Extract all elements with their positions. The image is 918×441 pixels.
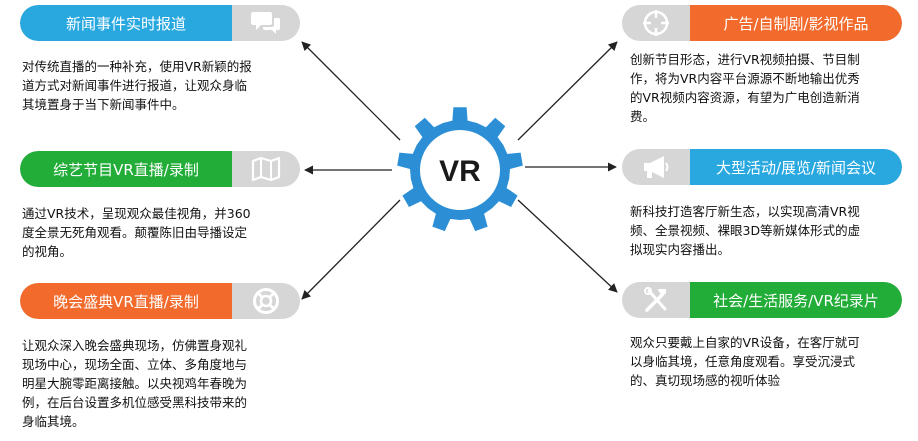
card-events: 大型活动/展览/新闻会议 bbox=[622, 149, 902, 185]
desc-line: 以身临其境，任意角度观看。享受沉浸式 bbox=[630, 354, 856, 369]
card-news: 新闻事件实时报道 bbox=[20, 5, 300, 41]
desc-line: 身临其境。 bbox=[22, 414, 85, 429]
card-services-desc: 观众只要戴上自家的VR设备，在客厅就可 以身临其境，任意角度观看。享受沉浸式 的… bbox=[630, 333, 902, 390]
desc-line: 观众只要戴上自家的VR设备，在客厅就可 bbox=[630, 335, 860, 350]
card-gala-desc: 让观众深入晚会盛典现场，仿佛置身观礼 现场中心，现场全面、立体、多角度地与 明星… bbox=[22, 336, 294, 431]
card-events-desc: 新科技打造客厅新生态，以实现高清VR视 频、全景视频、裸眼3D等新媒体形式的虚 … bbox=[630, 202, 902, 259]
desc-line: 新科技打造客厅新生态，以实现高清VR视 bbox=[630, 204, 860, 219]
desc-line: 费。 bbox=[630, 109, 656, 124]
card-variety: 综艺节目VR直播/录制 bbox=[20, 151, 300, 187]
card-title: 社会/生活服务/VR纪录片 bbox=[690, 282, 902, 318]
card-variety-desc: 通过VR技术，呈现观众最佳视角，并360 度全景无死角观看。颠覆陈旧由导播设定 … bbox=[22, 204, 294, 261]
card-title: 大型活动/展览/新闻会议 bbox=[690, 149, 902, 185]
card-gala: 晚会盛典VR直播/录制 bbox=[20, 283, 300, 319]
desc-line: 道方式对新闻事件进行报道，让观众身临 bbox=[22, 78, 248, 93]
gear-icon bbox=[397, 107, 523, 232]
center-label: VR bbox=[439, 155, 481, 188]
desc-line: 的、真切现场感的视听体验 bbox=[630, 373, 781, 388]
desc-line: 的视角。 bbox=[22, 244, 73, 259]
desc-line: 对传统直播的一种补充，使用VR新颖的报 bbox=[22, 59, 252, 74]
card-title: 综艺节目VR直播/录制 bbox=[20, 151, 232, 187]
card-title: 晚会盛典VR直播/录制 bbox=[20, 283, 232, 319]
desc-line: 度全景无死角观看。颠覆陈旧由导播设定 bbox=[22, 225, 248, 240]
arrow-to-gala bbox=[301, 199, 401, 300]
card-services: 社会/生活服务/VR纪录片 bbox=[622, 282, 902, 318]
desc-line: 创新节目形态，进行VR视频拍摄、节目制 bbox=[630, 52, 860, 67]
arrow-to-services bbox=[517, 199, 618, 293]
card-ads-desc: 创新节目形态，进行VR视频拍摄、节目制 作，将为VR内容平台源源不断地输出优秀 … bbox=[630, 50, 902, 126]
folded-map-icon bbox=[232, 151, 300, 187]
desc-line: 例，在后台设置多机位感受黑科技带来的 bbox=[22, 395, 248, 410]
card-news-desc: 对传统直播的一种补充，使用VR新颖的报 道方式对新闻事件进行报道，让观众身临 其… bbox=[22, 57, 294, 114]
tools-icon bbox=[622, 282, 690, 318]
desc-line: 让观众深入晚会盛典现场，仿佛置身观礼 bbox=[22, 338, 248, 353]
card-title: 新闻事件实时报道 bbox=[20, 5, 232, 41]
desc-line: 现场中心，现场全面、立体、多角度地与 bbox=[22, 357, 248, 372]
chat-bubbles-icon bbox=[232, 5, 300, 41]
arrow-to-news bbox=[301, 41, 401, 141]
desc-line: 的VR视频内容资源，有望为广电创造新消 bbox=[630, 90, 860, 105]
card-title: 广告/自制剧/影视作品 bbox=[690, 5, 902, 41]
megaphone-icon bbox=[622, 149, 690, 185]
arrow-to-ads bbox=[517, 41, 618, 141]
crosshair-icon bbox=[622, 5, 690, 41]
desc-line: 拟现实内容播出。 bbox=[630, 242, 731, 257]
desc-line: 明星大腕零距离接触。以央视鸡年春晚为 bbox=[22, 376, 248, 391]
card-ads: 广告/自制剧/影视作品 bbox=[622, 5, 902, 41]
desc-line: 作，将为VR内容平台源源不断地输出优秀 bbox=[630, 71, 860, 86]
desc-line: 其境置身于当下新闻事件中。 bbox=[22, 97, 185, 112]
desc-line: 频、全景视频、裸眼3D等新媒体形式的虚 bbox=[630, 223, 861, 238]
lifebuoy-icon bbox=[232, 283, 300, 319]
desc-line: 通过VR技术，呈现观众最佳视角，并360 bbox=[22, 206, 251, 221]
